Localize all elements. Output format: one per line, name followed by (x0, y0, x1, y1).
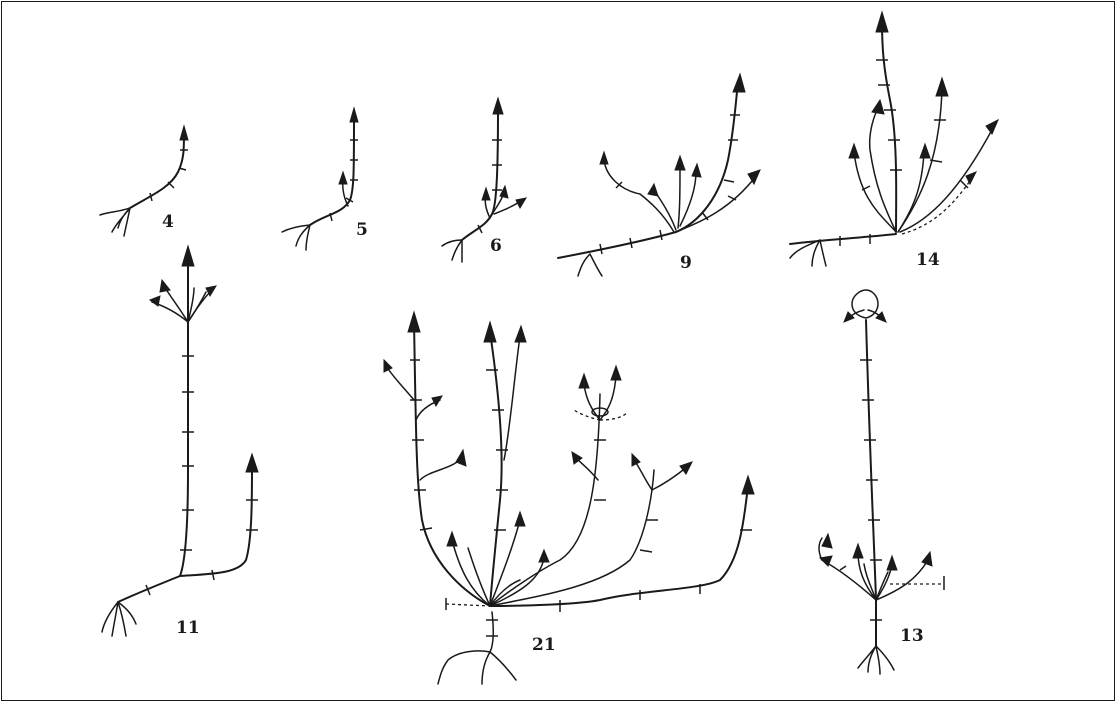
label-stage-21: 21 (532, 635, 556, 655)
label-stage-4: 4 (162, 212, 174, 232)
plant-stage-5 (281, 106, 359, 251)
label-stage-11: 11 (176, 618, 200, 638)
plant-stage-4 (99, 124, 189, 237)
plant-stage-9 (557, 72, 761, 277)
label-stage-5: 5 (356, 220, 368, 240)
label-stage-6: 6 (490, 236, 502, 256)
label-stage-14: 14 (916, 250, 940, 270)
plant-stage-14 (789, 10, 999, 267)
plant-stage-21 (383, 310, 755, 685)
plant-stage-11 (101, 244, 259, 637)
label-stage-9: 9 (680, 253, 692, 273)
label-stage-13: 13 (900, 626, 924, 646)
plant-stage-6 (441, 96, 528, 263)
plant-stage-13 (818, 289, 945, 675)
